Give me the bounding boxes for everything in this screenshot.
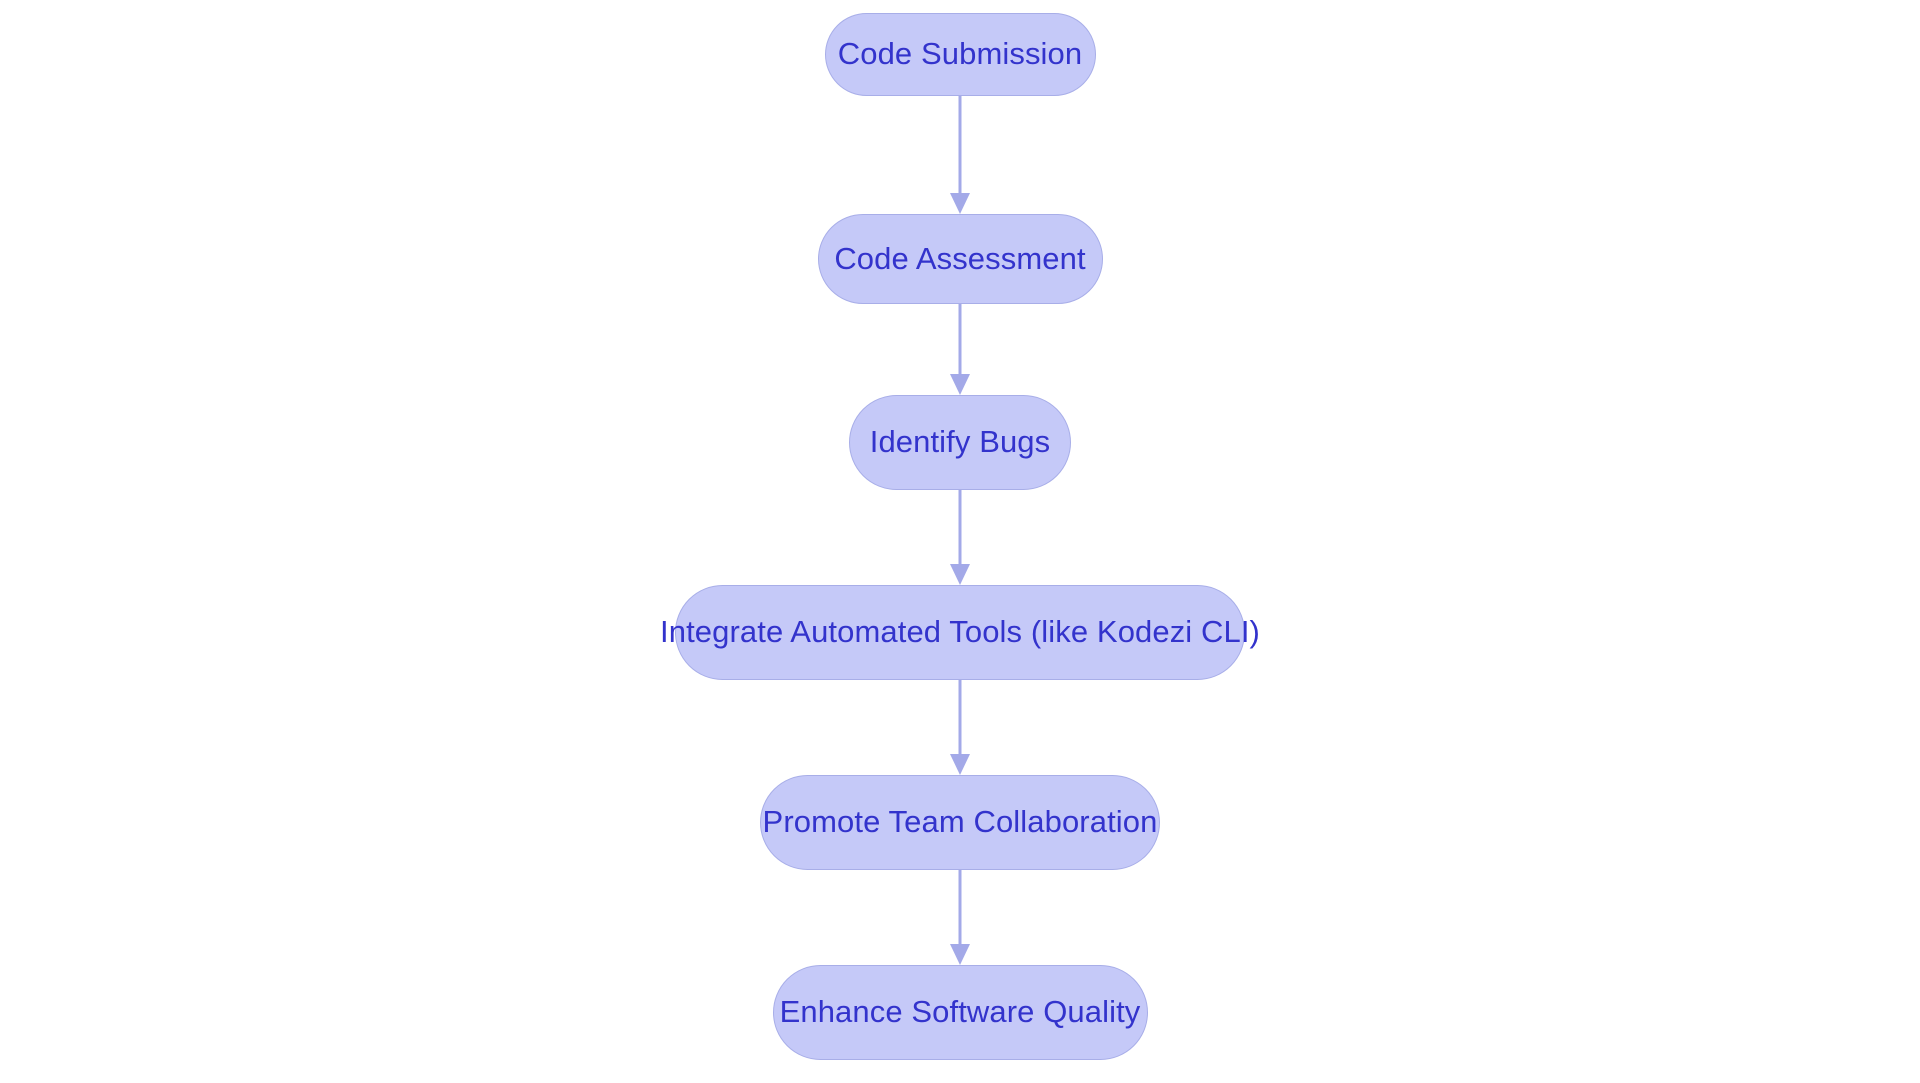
flow-node-integrate-tools[interactable]: Integrate Automated Tools (like Kodezi C…: [660, 585, 1260, 680]
flow-node-label: Code Submission: [837, 36, 1083, 71]
flow-node-code-submission[interactable]: Code Submission: [824, 13, 1096, 96]
flow-node-promote-collaboration[interactable]: Promote Team Collaboration: [760, 775, 1160, 870]
flow-edge-integrate-tools-to-promote-collaboration: [940, 680, 980, 775]
arrow-down-icon: [950, 304, 970, 395]
flow-node-label: Enhance Software Quality: [779, 994, 1141, 1029]
flow-edge-code-submission-to-code-assessment: [940, 96, 980, 214]
flow-node-enhance-quality[interactable]: Enhance Software Quality: [772, 965, 1148, 1060]
flow-node-label: Code Assessment: [834, 240, 1086, 276]
flow-edge-code-assessment-to-identify-bugs: [940, 304, 980, 395]
flow-node-identify-bugs[interactable]: Identify Bugs: [849, 395, 1071, 490]
flow-node-label: Identify Bugs: [869, 424, 1051, 459]
arrow-down-icon: [950, 490, 970, 585]
flow-node-code-assessment[interactable]: Code Assessment: [817, 214, 1103, 304]
flow-edge-identify-bugs-to-integrate-tools: [940, 490, 980, 585]
flow-node-label: Promote Team Collaboration: [762, 804, 1158, 839]
arrow-down-icon: [950, 96, 970, 214]
arrow-down-icon: [950, 870, 970, 965]
flow-node-label: Integrate Automated Tools (like Kodezi C…: [660, 614, 1260, 649]
flow-edge-promote-collaboration-to-enhance-quality: [940, 870, 980, 965]
arrow-down-icon: [950, 680, 970, 775]
